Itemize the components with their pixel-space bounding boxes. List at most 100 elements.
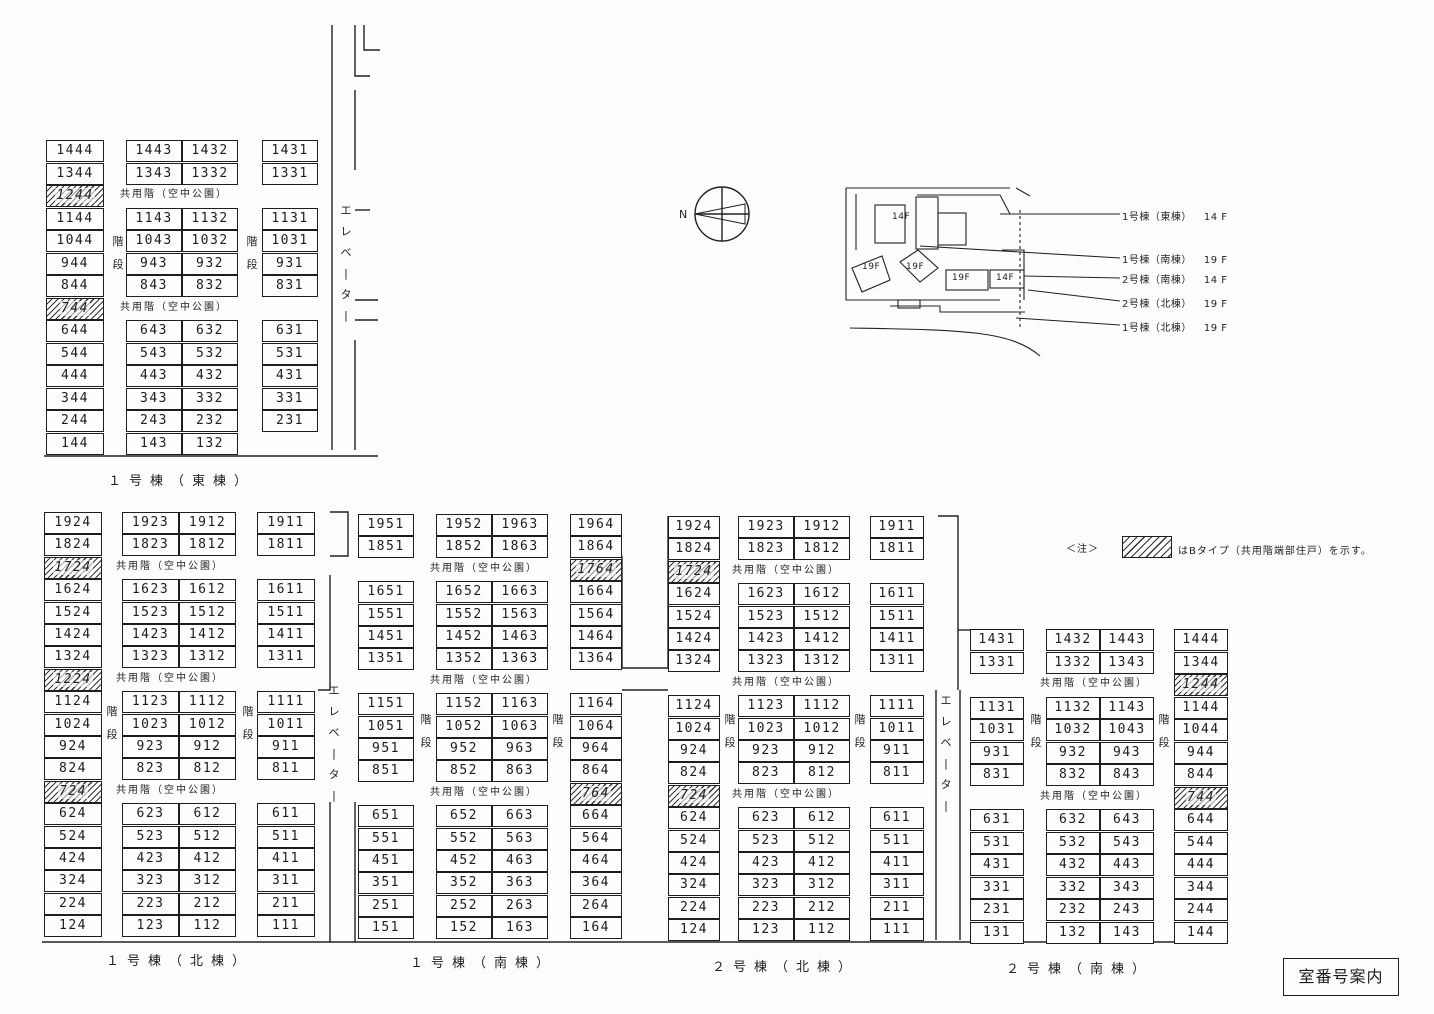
- room-cell: 524: [44, 826, 102, 848]
- room-cell-b-type: 744: [1174, 787, 1228, 809]
- room-cell: 311: [257, 870, 315, 892]
- room-cell: 544: [46, 343, 104, 365]
- room-cell: 324: [668, 874, 720, 896]
- room-cell: 1612: [794, 583, 850, 605]
- common-floor-label: 共用階（空中公園）: [116, 673, 224, 684]
- building-name: １号棟（東棟）: [108, 474, 256, 489]
- common-floor-label: 共用階（空中公園）: [430, 675, 538, 686]
- room-cell: 1312: [179, 646, 236, 668]
- site-map-building-name: 1号棟（東棟）: [1122, 212, 1192, 223]
- common-floor-label: 共用階（空中公園）: [116, 785, 224, 796]
- site-map-floor-marker: 14F: [996, 273, 1015, 283]
- room-cell: 131: [970, 922, 1024, 944]
- room-cell: 1664: [570, 581, 622, 603]
- room-cell: 1431: [970, 629, 1024, 651]
- room-cell: 1511: [870, 606, 924, 628]
- room-cell: 912: [794, 740, 850, 762]
- room-cell: 423: [122, 848, 179, 870]
- room-cell: 1031: [970, 719, 1024, 741]
- room-cell: 412: [794, 852, 850, 874]
- room-cell: 1123: [738, 695, 794, 717]
- room-cell: 512: [794, 830, 850, 852]
- room-cell: 1523: [122, 602, 179, 624]
- room-cell: 232: [182, 410, 238, 432]
- room-cell: 863: [492, 760, 548, 782]
- room-cell: 552: [436, 828, 492, 850]
- room-cell: 224: [668, 897, 720, 919]
- room-cell: 412: [179, 848, 236, 870]
- room-cell: 1023: [738, 718, 794, 740]
- room-cell: 832: [182, 275, 238, 297]
- room-cell: 311: [870, 874, 924, 896]
- elevator-label: エ レ ベ | タ |: [328, 684, 340, 802]
- room-cell: 923: [122, 736, 179, 758]
- room-cell: 624: [668, 807, 720, 829]
- room-cell: 824: [44, 758, 102, 780]
- room-number: 744: [60, 301, 90, 316]
- room-cell: 1151: [358, 693, 414, 715]
- room-cell: 944: [46, 253, 104, 275]
- room-cell: 411: [870, 852, 924, 874]
- room-cell: 1311: [870, 650, 924, 672]
- room-cell: 1131: [970, 697, 1024, 719]
- room-cell: 1451: [358, 626, 414, 648]
- room-cell: 144: [1174, 922, 1228, 944]
- room-cell: 223: [738, 897, 794, 919]
- room-cell: 1124: [668, 695, 720, 717]
- stair-label: 階 段: [1158, 713, 1170, 749]
- room-cell: 211: [257, 893, 315, 915]
- room-cell: 1331: [262, 163, 318, 185]
- common-floor-label: 共用階（空中公園）: [116, 561, 224, 572]
- room-cell: 1464: [570, 626, 622, 648]
- room-number: 1224: [53, 672, 93, 687]
- room-cell: 1923: [738, 516, 794, 538]
- room-cell: 331: [262, 388, 318, 410]
- common-floor-label: 共用階（空中公園）: [732, 789, 840, 800]
- site-map-floor-marker: 19F: [906, 262, 925, 272]
- common-floor-label: 共用階（空中公園）: [1040, 678, 1148, 689]
- room-number: 744: [1186, 790, 1216, 805]
- room-cell: 423: [738, 852, 794, 874]
- room-cell: 364: [570, 872, 622, 894]
- room-cell-b-type: 744: [46, 298, 104, 320]
- stair-label: 階 段: [242, 705, 254, 741]
- room-cell: 632: [1046, 809, 1100, 831]
- room-cell: 432: [182, 365, 238, 387]
- room-cell: 1432: [1046, 629, 1100, 651]
- stair-label: 階 段: [112, 235, 124, 271]
- room-cell: 831: [262, 275, 318, 297]
- note-prefix: ＜注＞: [1066, 544, 1099, 555]
- room-cell: 931: [262, 253, 318, 275]
- room-cell: 411: [257, 848, 315, 870]
- room-cell: 1163: [492, 693, 548, 715]
- room-cell: 451: [358, 850, 414, 872]
- room-cell: 1851: [358, 536, 414, 558]
- room-cell: 951: [358, 738, 414, 760]
- room-cell: 1811: [257, 534, 315, 556]
- room-cell: 312: [794, 874, 850, 896]
- room-cell: 1611: [257, 579, 315, 601]
- room-cell: 1063: [492, 716, 548, 738]
- room-cell: 1423: [738, 628, 794, 650]
- room-cell: 531: [262, 343, 318, 365]
- room-cell: 852: [436, 760, 492, 782]
- room-cell: 611: [870, 807, 924, 829]
- room-cell: 323: [738, 874, 794, 896]
- room-cell: 1852: [436, 536, 492, 558]
- site-map-building-floors: 19 F: [1203, 323, 1228, 334]
- room-cell: 643: [1100, 809, 1154, 831]
- room-cell-b-type: 724: [668, 785, 720, 807]
- room-cell: 1824: [668, 538, 720, 560]
- room-cell: 1143: [126, 208, 182, 230]
- site-map-building-floors: 14 F: [1203, 275, 1228, 286]
- room-cell: 443: [126, 365, 182, 387]
- room-cell: 1363: [492, 648, 548, 670]
- room-cell: 1663: [492, 581, 548, 603]
- common-floor-label: 共用階（空中公園）: [120, 189, 228, 200]
- room-number: 1244: [1181, 677, 1221, 692]
- room-cell-b-type: 1764: [570, 559, 622, 581]
- room-cell: 924: [44, 736, 102, 758]
- room-cell: 1424: [44, 624, 102, 646]
- room-cell: 1111: [257, 691, 315, 713]
